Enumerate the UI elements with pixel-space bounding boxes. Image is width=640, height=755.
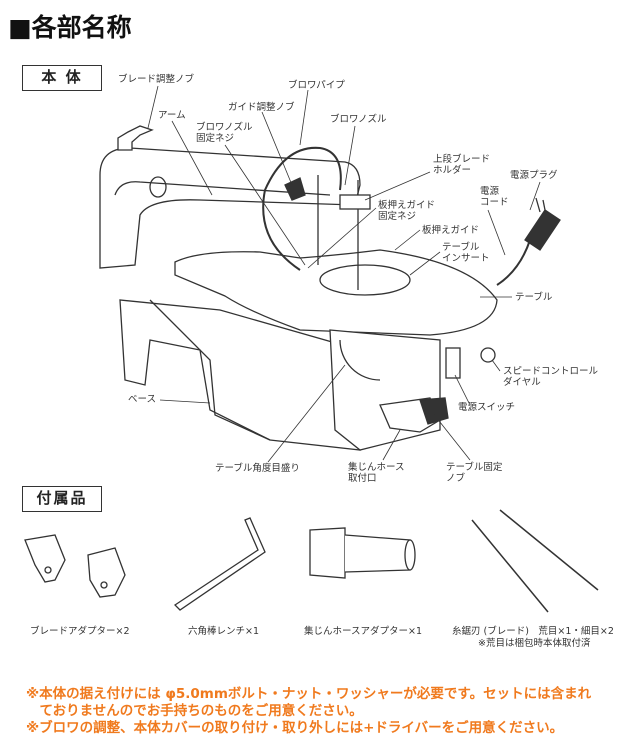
label-table-lock-knob: テーブル固定 ノブ [446, 462, 503, 484]
label-upper-blade-holder: 上段ブレード ホルダー [433, 154, 491, 176]
accessory-blades-note: ※荒目は梱包時本体取付済 [478, 638, 591, 649]
dust-hose-adapter-icon [309, 527, 416, 579]
label-power-cord: 電源 コード [480, 186, 509, 208]
label-nozzle-fix-screw: ブロワノズル 固定ネジ [196, 122, 253, 144]
note-mounting-2: ておりませんのでお手持ちのものをご用意ください。 [26, 703, 363, 719]
accessory-dust-hose-adapter: 集じんホースアダプター×1 [304, 626, 423, 637]
label-blade-adjust-knob: ブレード調整ノブ [118, 74, 195, 85]
label-blower-nozzle: ブロワノズル [330, 114, 387, 125]
label-table-angle-scale: テーブル角度目盛り [215, 463, 300, 474]
label-guide-adjust-knob: ガイド調整ノブ [228, 102, 295, 113]
label-table-insert: テーブル インサート [442, 242, 490, 264]
scroll-saw-blade-icon [471, 509, 599, 613]
accessories-heading: 付属品 [22, 486, 102, 512]
label-power-plug: 電源プラグ [510, 170, 558, 181]
label-arm: アーム [158, 110, 186, 121]
label-guide-fix-screw: 板押えガイド 固定ネジ [378, 200, 436, 222]
page-title: ■各部名称 [8, 13, 132, 42]
accessory-blade-adapter: ブレードアダプター×2 [30, 626, 130, 637]
label-power-switch: 電源スイッチ [458, 402, 516, 413]
accessory-hex-wrench: 六角棒レンチ×1 [188, 626, 260, 637]
accessory-blades: 糸鋸刃 (ブレード) 荒目×1・細目×2 [452, 626, 614, 637]
note-screwdriver: ※ブロワの調整、本体カバーの取り付け・取り外しには+ドライバーをご用意ください。 [26, 720, 564, 736]
note-mounting-1: ※本体の据え付けには φ5.0mmボルト・ナット・ワッシャーが必要です。セットに… [26, 686, 592, 702]
label-table: テーブル [515, 292, 553, 303]
blade-adapter-icon [24, 534, 126, 598]
label-speed-dial: スピードコントロール ダイヤル [503, 366, 599, 388]
label-hold-down-guide: 板押えガイド [422, 225, 480, 236]
label-dust-hose-port: 集じんホース 取付口 [348, 462, 405, 484]
label-base: ベース [128, 394, 157, 405]
label-blower-pipe: ブロワパイプ [288, 80, 345, 91]
main-body-heading: 本 体 [22, 65, 102, 91]
hex-wrench-icon [173, 517, 266, 611]
